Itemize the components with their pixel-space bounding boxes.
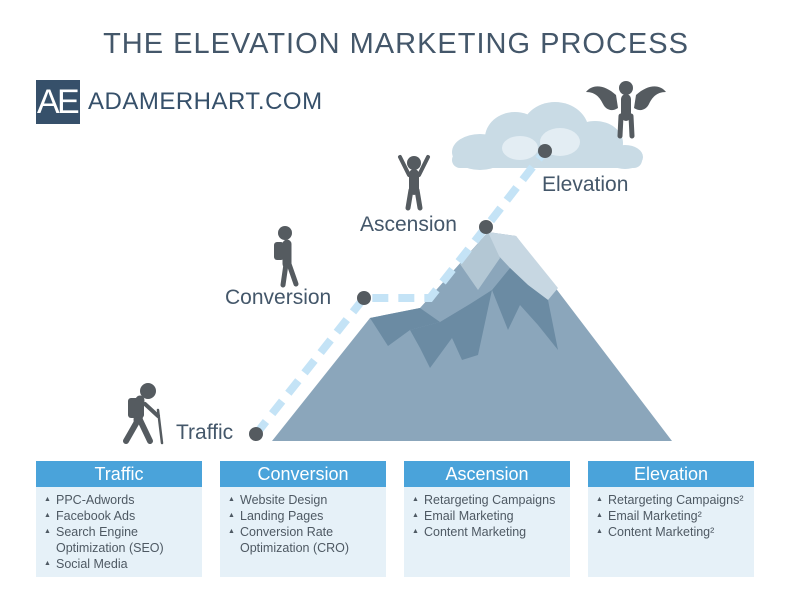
traffic-list: PPC-Adwords Facebook Ads Search Engine O… [36,492,202,572]
hiker-icon [123,383,164,445]
node-elevation [538,144,552,158]
traffic-box: Traffic PPC-Adwords Facebook Ads Search … [36,461,202,577]
raised-arms-person-icon [398,155,430,211]
brand-name: ADAMERHART.COM [88,88,323,115]
list-item: Email Marketing² [596,508,754,524]
list-item: Conversion Rate Optimization (CRO) [228,524,386,556]
mountain-icon [272,232,672,441]
winged-person-icon [586,81,666,139]
stage-label-traffic: Traffic [176,421,234,444]
elevation-box-title: Elevation [588,461,754,487]
list-item: Landing Pages [228,508,386,524]
stage-label-conversion: Conversion [225,286,332,309]
traffic-box-title: Traffic [36,461,202,487]
elevation-list: Retargeting Campaigns² Email Marketing² … [588,492,754,540]
page-title: THE ELEVATION MARKETING PROCESS [103,28,689,60]
stage-label-elevation: Elevation [542,173,629,196]
list-item: Content Marketing [412,524,570,540]
node-traffic [249,427,263,441]
ascension-list: Retargeting Campaigns Email Marketing Co… [404,492,570,540]
conversion-list: Website Design Landing Pages Conversion … [220,492,386,556]
ascension-box: Ascension Retargeting Campaigns Email Ma… [404,461,570,577]
list-item: Search Engine Optimization (SEO) [44,524,202,556]
cloud-icon [452,102,643,170]
node-ascension [479,220,493,234]
logo-letter-a: A [37,83,60,121]
node-conversion [357,291,371,305]
list-item: Retargeting Campaigns [412,492,570,508]
logo-letter-e: E [57,83,80,121]
conversion-box-title: Conversion [220,461,386,487]
progress-path [252,148,549,437]
elevation-box: Elevation Retargeting Campaigns² Email M… [588,461,754,577]
conversion-box: Conversion Website Design Landing Pages … [220,461,386,577]
list-item: Facebook Ads [44,508,202,524]
list-item: Social Media [44,556,202,572]
list-item: Website Design [228,492,386,508]
list-item: Content Marketing² [596,524,754,540]
backpacker-icon [274,226,299,288]
list-item: PPC-Adwords [44,492,202,508]
list-item: Retargeting Campaigns² [596,492,754,508]
ascension-box-title: Ascension [404,461,570,487]
stage-label-ascension: Ascension [360,213,457,236]
list-item: Email Marketing [412,508,570,524]
logo-mark: A E [36,80,80,124]
